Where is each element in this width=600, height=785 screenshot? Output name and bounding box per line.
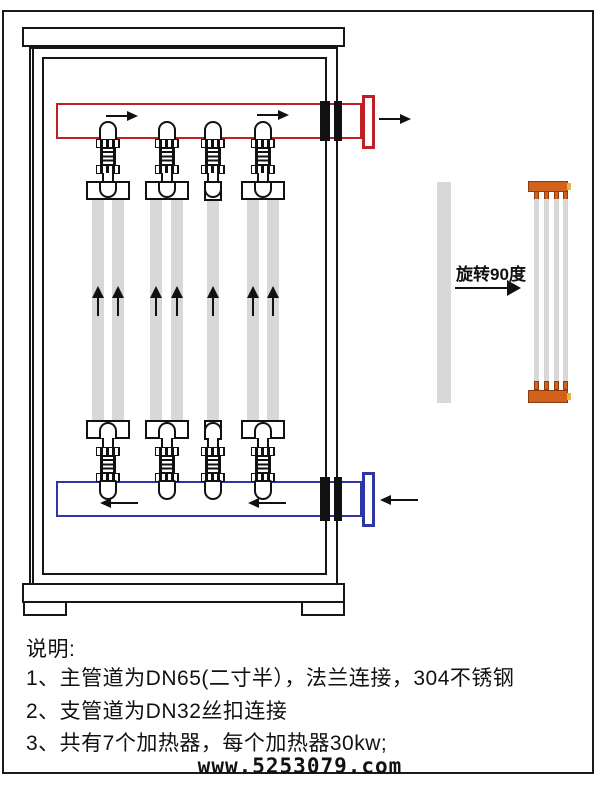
fitting-dome — [204, 121, 222, 141]
heater-tube — [544, 199, 549, 382]
fitting-thread — [159, 147, 175, 166]
outlet-flow-arrow-icon — [379, 112, 411, 126]
fitting-plate-dome — [254, 422, 272, 438]
note-item-1: 1、主管道为DN65(二寸半），法兰连接，304不锈钢 — [26, 667, 515, 690]
heater-rotated-view — [528, 181, 571, 403]
fitting-thread — [255, 147, 271, 166]
heater-fitting-bottom — [239, 420, 287, 500]
footer-terminal — [567, 393, 571, 400]
header-terminal — [567, 183, 571, 190]
heater-tube — [554, 199, 559, 382]
note-item-2: 2、支管道为DN32丝扣连接 — [26, 700, 288, 723]
flow-arrow-up-icon — [170, 286, 184, 316]
fitting-plate-dome — [99, 183, 117, 198]
tube-stub — [563, 381, 568, 390]
heater-fitting-bottom — [143, 420, 191, 500]
fitting-thread — [100, 147, 116, 166]
image-border-frame — [2, 10, 594, 774]
heater-fitting-bottom — [189, 420, 237, 500]
cabinet-left-wall-inner-line — [32, 47, 34, 583]
fitting-neck — [257, 173, 269, 183]
heater-fitting-top — [84, 121, 132, 201]
cabinet-foot-right — [301, 601, 345, 616]
flow-arrow-up-icon — [246, 286, 260, 316]
tube-stub — [534, 381, 539, 390]
fitting-neck — [257, 438, 269, 448]
cabinet-foot-left — [23, 601, 67, 616]
fitting-thread — [205, 147, 221, 166]
heater-flat-view — [437, 182, 451, 403]
fitting-plate-dome — [158, 183, 176, 198]
flow-arrow-up-icon — [91, 286, 105, 316]
cabinet-top-lid — [22, 27, 345, 47]
flow-arrow-right-icon — [106, 109, 138, 123]
fitting-thread — [255, 455, 271, 474]
note-item-3: 3、共有7个加热器，每个加热器30kw; — [26, 732, 388, 755]
fitting-thread — [205, 455, 221, 474]
fitting-neck — [102, 173, 114, 183]
flow-arrow-right-icon — [257, 108, 289, 122]
tube-stub — [544, 381, 549, 390]
fitting-neck — [207, 173, 219, 183]
wall-crossing-mark — [334, 477, 342, 521]
heater-fitting-top — [189, 121, 237, 201]
rotate-arrow-icon — [455, 280, 523, 296]
wall-crossing-mark — [320, 101, 330, 141]
fitting-plate-dome — [158, 422, 176, 438]
heater-tube — [563, 199, 568, 382]
fitting-dome — [99, 121, 117, 141]
fitting-neck — [102, 438, 114, 448]
fitting-neck — [207, 438, 219, 448]
inlet-flow-arrow-icon — [380, 493, 418, 507]
cabinet-base — [22, 583, 345, 603]
fitting-dome — [254, 480, 272, 500]
notes-heading: 说明: — [26, 638, 76, 661]
watermark: www.5253079.com — [197, 754, 403, 778]
fitting-dome — [158, 121, 176, 141]
flow-arrow-up-icon — [206, 286, 220, 316]
flow-arrow-left-icon — [100, 496, 138, 510]
inlet-flange — [362, 472, 375, 527]
flow-arrow-up-icon — [149, 286, 163, 316]
heater-footer-block — [528, 390, 568, 403]
heater-fitting-bottom — [84, 420, 132, 500]
fitting-thread — [159, 455, 175, 474]
fitting-dome — [158, 480, 176, 500]
wall-crossing-mark — [320, 477, 330, 521]
outlet-flange — [362, 95, 375, 149]
fitting-plate-dome — [204, 183, 222, 198]
flow-arrow-left-icon — [248, 496, 286, 510]
rotation-label: 旋转90度 — [456, 265, 526, 284]
fitting-plate-dome — [204, 422, 222, 438]
fitting-dome — [254, 121, 272, 141]
flow-arrow-up-icon — [111, 286, 125, 316]
heater-tube — [534, 199, 539, 382]
fitting-plate-dome — [254, 183, 272, 198]
fitting-plate-dome — [99, 422, 117, 438]
wall-crossing-mark — [334, 101, 342, 141]
fitting-thread — [100, 455, 116, 474]
heater-fitting-top — [143, 121, 191, 201]
fitting-neck — [161, 173, 173, 183]
fitting-dome — [204, 480, 222, 500]
heater-fitting-top — [239, 121, 287, 201]
fitting-neck — [161, 438, 173, 448]
tube-stub — [554, 381, 559, 390]
flow-arrow-up-icon — [266, 286, 280, 316]
